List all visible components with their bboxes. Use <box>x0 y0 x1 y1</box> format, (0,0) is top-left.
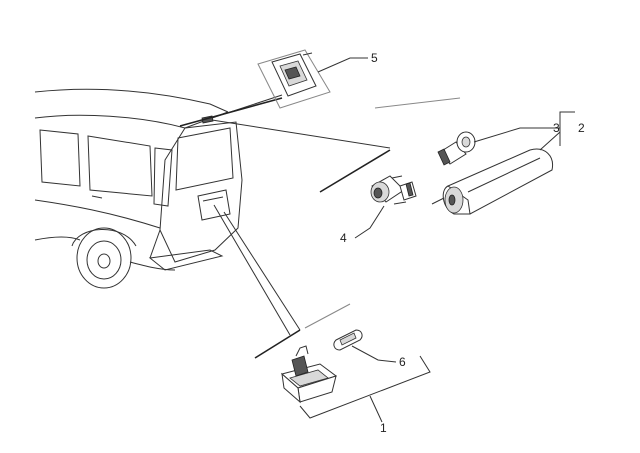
part-1-plate-light <box>280 345 338 404</box>
part-2-lamp-housing <box>431 148 554 215</box>
callout-4: 4 <box>340 231 347 245</box>
leader-5 <box>317 57 368 73</box>
bracket-1-6 <box>299 355 431 419</box>
leader-1 <box>369 395 383 423</box>
van-illustration <box>34 88 243 289</box>
part-5-brake-light <box>257 49 331 109</box>
part-4-lamp-holder <box>370 175 417 205</box>
leader-lines <box>179 94 391 359</box>
part-3-bulb <box>374 97 476 166</box>
callout-2: 2 <box>578 121 585 135</box>
leader-3 <box>473 127 548 143</box>
part-6-festoon-bulb <box>304 303 363 351</box>
leader-6 <box>351 345 397 363</box>
leader-4 <box>354 205 385 239</box>
callout-6: 6 <box>399 355 406 369</box>
callout-5: 5 <box>371 51 378 65</box>
callout-3: 3 <box>553 121 560 135</box>
callout-1: 1 <box>380 421 387 435</box>
